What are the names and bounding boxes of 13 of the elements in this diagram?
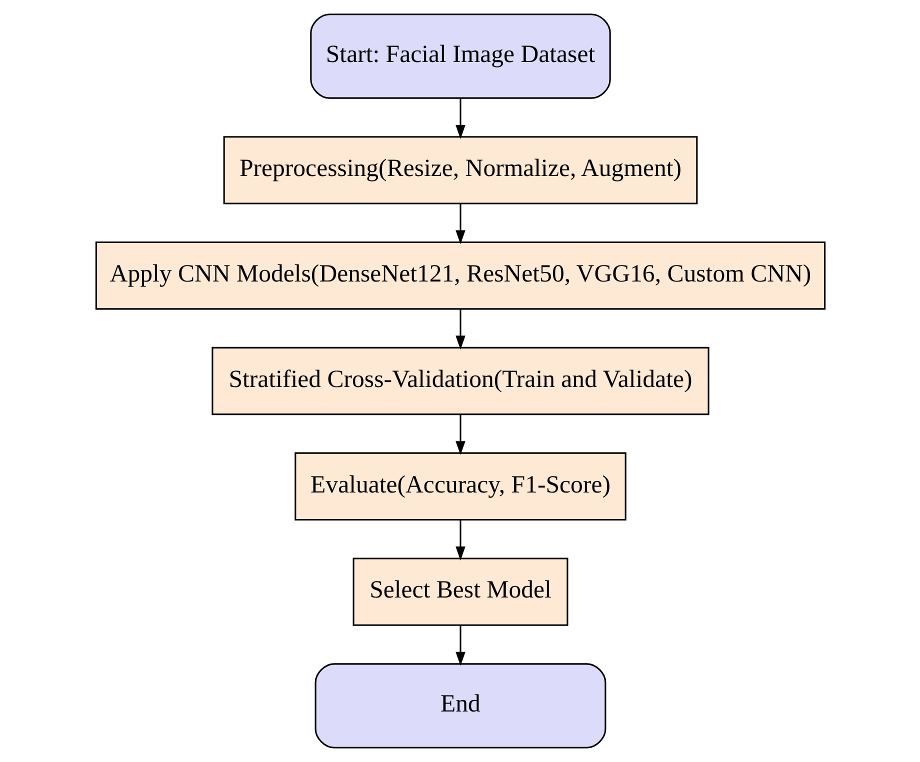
node-box: Select Best Model	[352, 558, 568, 626]
arrow	[455, 625, 465, 666]
arrow	[455, 414, 465, 456]
node-box: Evaluate(Accuracy, F1-Score)	[294, 452, 626, 521]
node-box: Preprocessing(Resize, Normalize, Augment)	[222, 136, 698, 204]
arrow	[455, 204, 465, 244]
arrow	[455, 98, 465, 139]
node-box: Start: Facial Image Dataset	[310, 14, 610, 99]
node-box: End	[314, 663, 606, 748]
arrow	[455, 520, 465, 560]
node-box: Stratified Cross-Validation(Train and Validate)	[211, 346, 709, 416]
node-box: Apply CNN Models(DenseNet121, ResNet50, VGG16, Custom CNN)	[94, 241, 826, 310]
arrow	[455, 308, 465, 350]
